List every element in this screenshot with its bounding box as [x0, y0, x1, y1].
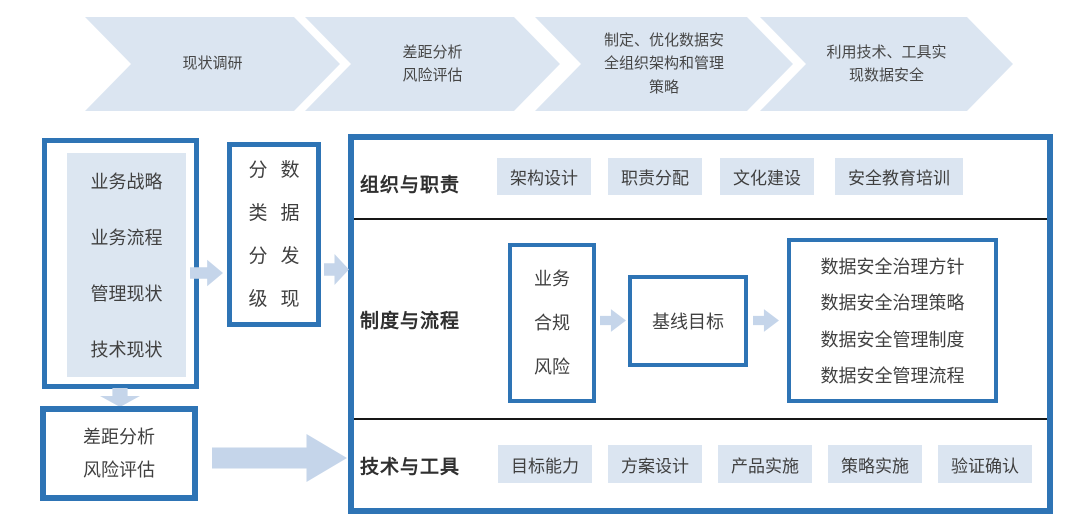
process-step-research-label: 现状调研 [182, 55, 243, 73]
row-divider-1 [354, 218, 1047, 220]
chip-solution-design: 方案设计 [608, 445, 702, 483]
process-step-gap-analysis-label: 差距分析 风险评估 [402, 43, 463, 84]
gap-analysis-box: 差距分析 风险评估 [40, 406, 198, 501]
chip-product-implementation: 产品实施 [718, 445, 812, 483]
chip-culture-building: 文化建设 [720, 158, 814, 195]
process-step-org-strategy: 制定、优化数据安 全组织架构和管理 策略 [535, 17, 793, 111]
business-compliance-risk-box: 业务 合规 风险 [508, 243, 596, 403]
chip-security-education: 安全教育培训 [835, 158, 963, 195]
classification-discovery-box: 分 类 分 级 数 据 发 现 [227, 142, 321, 327]
governance-outputs-box: 数据安全治理方针 数据安全治理策略 数据安全管理制度 数据安全管理流程 [787, 238, 998, 403]
output-governance-policy: 数据安全治理方针 [820, 257, 965, 278]
current-state-item-business-process: 业务流程 [90, 228, 163, 248]
row-label-organization: 组织与职责 [360, 175, 461, 196]
current-state-item-management-status: 管理现状 [90, 284, 163, 304]
chip-target-capability: 目标能力 [498, 445, 592, 483]
current-state-item-business-strategy: 业务战略 [90, 172, 163, 192]
data-discovery-column: 数 据 发 现 [280, 160, 300, 310]
arrow-baseline-to-outputs-icon [753, 309, 779, 332]
chip-policy-implementation: 策略实施 [828, 445, 922, 483]
chip-architecture-design: 架构设计 [497, 158, 591, 195]
current-state-box: 业务战略 业务流程 管理现状 技术现状 [42, 138, 199, 389]
output-management-process: 数据安全管理流程 [820, 365, 965, 386]
current-state-list: 业务战略 业务流程 管理现状 技术现状 [67, 153, 186, 377]
classification-column: 分 类 分 级 [248, 160, 268, 310]
chip-verification-confirmation: 验证确认 [938, 445, 1032, 483]
process-step-org-strategy-label: 制定、优化数据安 全组织架构和管理 策略 [603, 32, 724, 96]
row-label-policy-process: 制度与流程 [360, 311, 461, 332]
process-step-tech-implementation-label: 利用技术、工具实 现数据安全 [826, 43, 947, 84]
arrow-classification-to-main-icon [324, 253, 349, 286]
output-management-system: 数据安全管理制度 [820, 329, 965, 350]
row-divider-2 [354, 418, 1047, 420]
arrow-gap-to-main-icon [212, 434, 347, 482]
main-panel: 组织与职责 架构设计 职责分配 文化建设 安全教育培训 制度与流程 业务 合规 … [348, 134, 1053, 514]
current-state-item-technology-status: 技术现状 [90, 340, 163, 360]
baseline-target-box: 基线目标 [628, 275, 748, 367]
process-step-tech-implementation: 利用技术、工具实 现数据安全 [760, 17, 1013, 111]
business-compliance-risk-label: 业务 合规 风险 [534, 269, 570, 377]
process-step-gap-analysis: 差距分析 风险评估 [305, 17, 560, 111]
process-step-research: 现状调研 [85, 17, 340, 111]
row-label-technology-tools: 技术与工具 [360, 457, 461, 478]
gap-analysis-label: 差距分析 风险评估 [83, 426, 155, 480]
arrow-compliance-to-baseline-icon [600, 309, 626, 332]
arrow-current-to-gap-icon [100, 388, 140, 407]
baseline-target-label: 基线目标 [652, 312, 724, 332]
chip-responsibility-allocation: 职责分配 [608, 158, 702, 195]
output-governance-strategy: 数据安全治理策略 [820, 293, 965, 314]
